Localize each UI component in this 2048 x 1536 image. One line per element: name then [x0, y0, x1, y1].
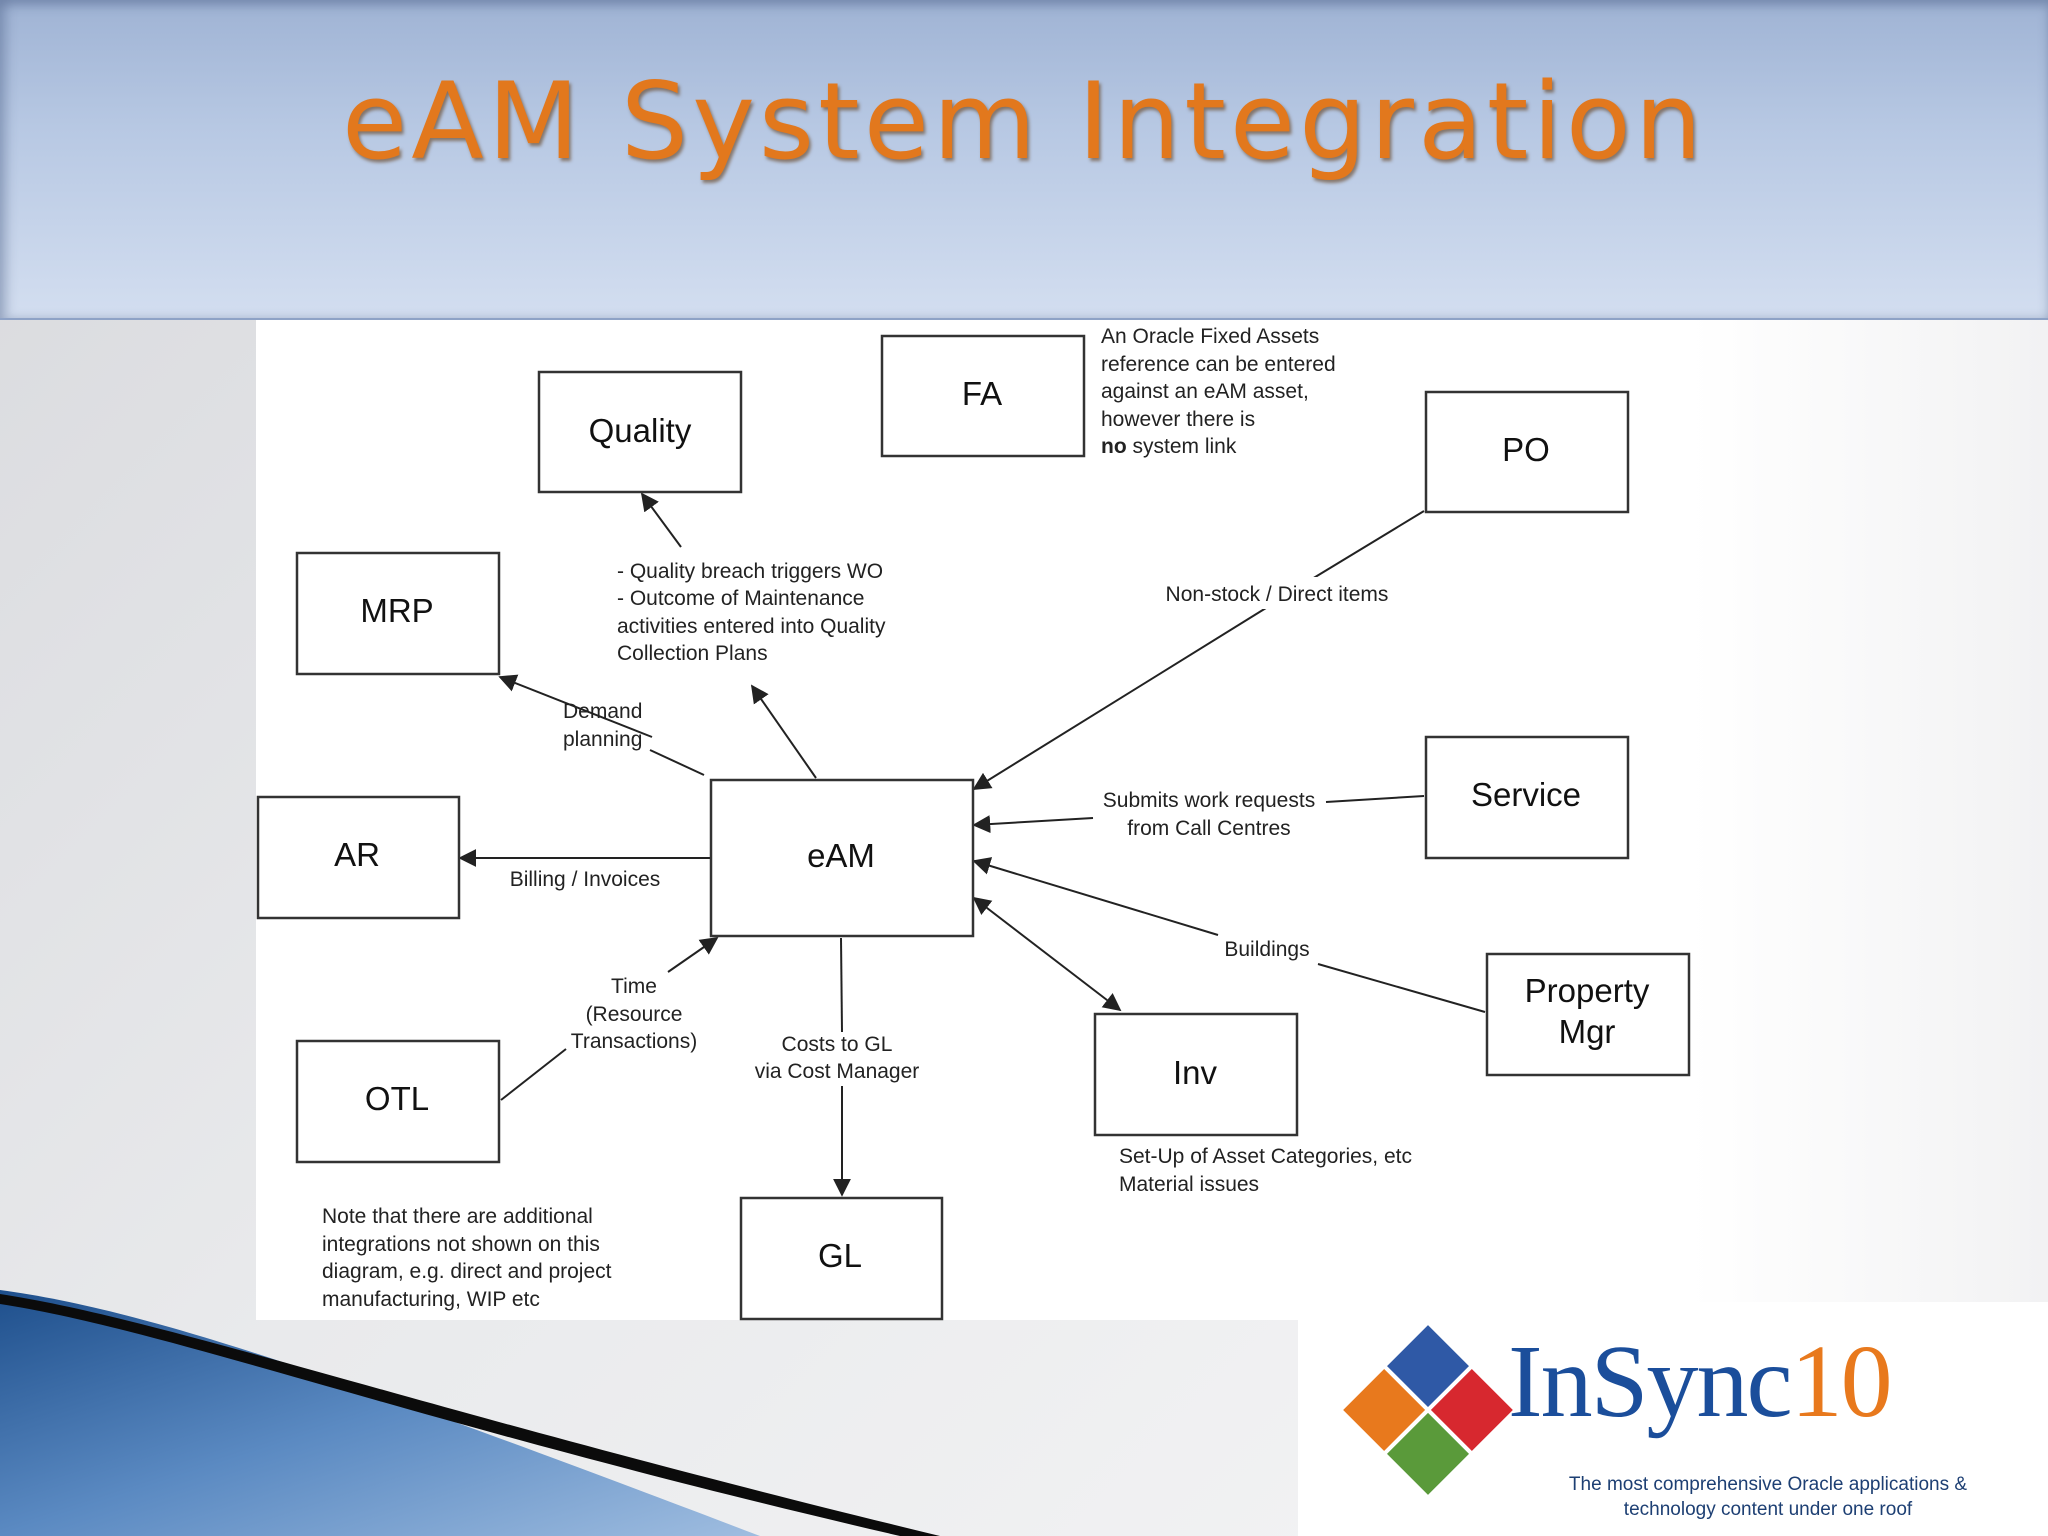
gl-link-line-1: Costs to GL	[782, 1033, 893, 1056]
box-ar-label: AR	[334, 836, 380, 873]
link-quality-eam	[750, 684, 817, 779]
fa-note-line-2: reference can be entered	[1101, 353, 1336, 376]
box-eam-label: eAM	[807, 837, 875, 874]
inv-note: Set-Up of Asset Categories, etc Material…	[1119, 1145, 1412, 1196]
bottom-note-line-4: manufacturing, WIP etc	[322, 1288, 540, 1311]
title-band: eAM System Integration	[0, 0, 2048, 320]
quality-note-line-3: activities entered into Quality	[617, 615, 886, 638]
logo-tagline-line-2: technology content under one roof	[1623, 1499, 1913, 1520]
connections	[458, 492, 1486, 1197]
box-property-label-2: Mgr	[1559, 1013, 1616, 1050]
mrp-link-label: Demand planning	[563, 700, 642, 751]
gl-link-label: Costs to GL via Cost Manager	[755, 1033, 920, 1083]
box-quality-label: Quality	[589, 412, 692, 449]
diagram-panel-extension	[1690, 320, 2048, 1302]
box-mrp-label: MRP	[360, 592, 433, 629]
ar-link-label: Billing / Invoices	[510, 868, 661, 891]
otl-link-line-2: (Resource	[586, 1003, 683, 1026]
slide-title: eAM System Integration	[342, 60, 1706, 183]
link-eam-mrp	[498, 674, 653, 738]
po-link-text: Non-stock / Direct items	[1166, 583, 1389, 606]
insync10-logo: InSync10 The most comprehensive Oracle a…	[1298, 1302, 2048, 1536]
logo-wordmark-number: 10	[1790, 1324, 1893, 1439]
bottom-note-line-1: Note that there are additional	[322, 1205, 593, 1228]
box-inv-label: Inv	[1173, 1054, 1218, 1091]
link-eam-gl-a	[840, 937, 843, 1033]
otl-link-line-3: Transactions)	[571, 1030, 697, 1053]
service-link-line-1: Submits work requests	[1103, 789, 1315, 812]
box-fa: FA	[880, 334, 1086, 458]
link-property-eam-a	[1317, 963, 1486, 1013]
quality-note: - Quality breach triggers WO - Outcome o…	[617, 560, 886, 665]
box-fa-label: FA	[962, 375, 1002, 412]
box-otl: OTL	[295, 1039, 501, 1164]
box-eam: eAM	[709, 778, 975, 938]
logo-tagline: The most comprehensive Oracle applicatio…	[1498, 1472, 2038, 1522]
po-link-label: Non-stock / Direct items	[1155, 577, 1400, 609]
fa-note-line-5: no system link	[1101, 435, 1237, 458]
puzzle-logo-icon	[1338, 1320, 1518, 1500]
box-service-label: Service	[1471, 776, 1581, 813]
quality-note-line-4: Collection Plans	[617, 642, 768, 665]
box-po: PO	[1424, 390, 1630, 514]
link-eam-mrp-b	[649, 749, 705, 776]
mrp-link-line-2: planning	[563, 728, 642, 751]
box-gl: GL	[739, 1196, 944, 1321]
otl-link-label: Time (Resource Transactions)	[571, 975, 697, 1053]
logo-wordmark: InSync10	[1508, 1330, 1893, 1434]
box-property-mgr: Property Mgr	[1485, 952, 1691, 1077]
box-po-label: PO	[1502, 431, 1550, 468]
fa-note-line-4: however there is	[1101, 408, 1255, 431]
inv-note-line-1: Set-Up of Asset Categories, etc	[1119, 1145, 1412, 1168]
link-po-eam-a	[1306, 510, 1425, 583]
mrp-link-line-1: Demand	[563, 700, 642, 723]
link-service-eam-b	[972, 815, 1094, 834]
box-property-label-1: Property	[1525, 972, 1650, 1009]
box-quality: Quality	[537, 370, 743, 494]
link-service-eam-a	[1325, 795, 1425, 803]
link-eam-inv	[972, 896, 1122, 1012]
otl-link-line-1: Time	[611, 975, 657, 998]
link-eam-quality	[640, 492, 682, 548]
box-mrp: MRP	[295, 551, 501, 676]
service-link-line-2: from Call Centres	[1127, 817, 1290, 840]
fa-note-line-3: against an eAM asset,	[1101, 380, 1309, 403]
bottom-note: Note that there are additional integrati…	[322, 1205, 612, 1311]
logo-wordmark-main: InSync	[1508, 1324, 1793, 1439]
quality-note-line-1: - Quality breach triggers WO	[617, 560, 883, 583]
quality-note-line-2: - Outcome of Maintenance	[617, 587, 864, 610]
box-service: Service	[1424, 735, 1630, 860]
box-inv: Inv	[1093, 1012, 1299, 1137]
corner-swoosh-decoration	[0, 1290, 940, 1536]
property-link-label: Buildings	[1224, 938, 1309, 961]
link-otl-eam-a	[500, 1048, 567, 1101]
link-otl-eam-b	[667, 936, 719, 973]
box-gl-label: GL	[818, 1237, 862, 1274]
fa-note-bold: no	[1101, 435, 1127, 458]
fa-note-line-1: An Oracle Fixed Assets	[1101, 325, 1319, 348]
bottom-note-line-2: integrations not shown on this	[322, 1233, 600, 1256]
fa-note: An Oracle Fixed Assets reference can be …	[1101, 325, 1336, 458]
fa-note-tail: system link	[1127, 435, 1237, 458]
gl-link-line-2: via Cost Manager	[755, 1060, 920, 1083]
link-property-eam-b	[972, 857, 1219, 936]
box-ar: AR	[256, 795, 461, 920]
bottom-note-line-3: diagram, e.g. direct and project	[322, 1260, 612, 1283]
inv-note-line-2: Material issues	[1119, 1173, 1259, 1196]
box-otl-label: OTL	[365, 1080, 429, 1117]
link-po-eam-b	[972, 607, 1267, 790]
logo-tagline-line-1: The most comprehensive Oracle applicatio…	[1568, 1474, 1968, 1495]
service-link-label: Submits work requests from Call Centres	[1103, 789, 1315, 840]
